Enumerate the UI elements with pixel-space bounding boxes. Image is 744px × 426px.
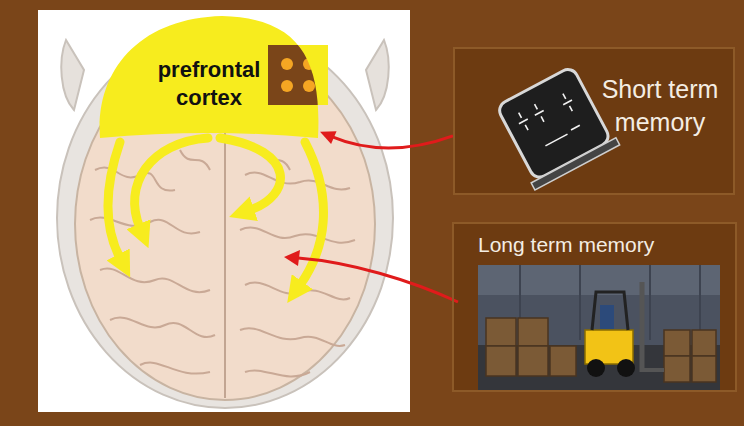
yellow-arrows — [300, 142, 324, 285]
chalkboard — [514, 88, 585, 152]
chalkboard — [541, 116, 544, 121]
chalkboard — [492, 64, 620, 190]
memory-box: Short term memory — [453, 47, 735, 195]
dots-icon — [281, 80, 293, 92]
brain — [240, 228, 355, 243]
chalkboard — [563, 100, 572, 105]
brain — [140, 363, 210, 374]
forklift-scene — [699, 265, 701, 340]
forklift-scene — [692, 356, 716, 382]
forklift — [585, 330, 633, 364]
forklift-scene — [550, 346, 576, 376]
head-outline — [57, 28, 393, 408]
brain-region: prefrontal cortex — [98, 14, 320, 138]
forklift — [617, 359, 635, 377]
forklift-scene — [486, 346, 516, 376]
forklift-scene — [478, 265, 720, 390]
dots-icon — [281, 58, 293, 70]
arrow-head — [320, 131, 337, 144]
chalkboard — [519, 113, 522, 118]
chalkboard — [531, 138, 620, 190]
forklift-scene — [664, 356, 690, 382]
forklift-scene — [664, 330, 690, 356]
forklift — [600, 305, 614, 329]
chalkboard — [563, 94, 566, 99]
chalkboard — [571, 125, 580, 130]
head-outline — [57, 28, 393, 408]
forklift-scene — [579, 265, 581, 340]
chalkboard — [496, 66, 611, 181]
brain — [245, 173, 350, 190]
region-label: prefrontal cortex — [139, 56, 279, 111]
head-outline — [366, 40, 389, 110]
leader-arrow — [284, 250, 458, 302]
forklift — [640, 282, 645, 372]
dots-icon — [303, 80, 315, 92]
forklift-scene — [649, 265, 651, 340]
brain — [110, 318, 215, 337]
connector-line — [331, 136, 453, 148]
forklift — [592, 292, 628, 330]
chalkboard — [519, 119, 528, 124]
forklift — [642, 368, 664, 372]
forklift-scene — [518, 346, 548, 376]
chalkboard — [525, 125, 528, 130]
chalkboard — [535, 111, 544, 116]
forklift-scene — [486, 318, 516, 346]
leader-arrow — [284, 250, 300, 266]
box-title: Short term memory — [593, 73, 727, 138]
forklift — [585, 282, 664, 377]
brain — [245, 370, 310, 376]
chalkboard — [545, 134, 567, 146]
red-arrow — [320, 131, 453, 148]
yellow-arrows — [108, 142, 120, 258]
brain — [180, 150, 210, 170]
brain — [240, 328, 345, 346]
memory-box: Long term memory — [452, 222, 737, 392]
yellow-arrows — [108, 138, 324, 285]
forklift-scene — [478, 265, 720, 390]
chalkboard — [535, 104, 538, 109]
box-fill — [453, 47, 735, 195]
yellow-arrows — [220, 138, 280, 210]
box-fill — [452, 222, 737, 392]
chalkboard — [569, 106, 572, 111]
forklift-scene — [692, 330, 716, 356]
forklift — [587, 359, 605, 377]
white-panel — [38, 10, 410, 412]
box-title: Long term memory — [478, 232, 718, 257]
head-outline — [61, 40, 84, 110]
leader-arrow — [298, 258, 458, 302]
yellow-arrows — [135, 138, 208, 228]
region-shape — [100, 16, 328, 138]
forklift-scene — [518, 318, 548, 346]
brain — [100, 269, 210, 293]
